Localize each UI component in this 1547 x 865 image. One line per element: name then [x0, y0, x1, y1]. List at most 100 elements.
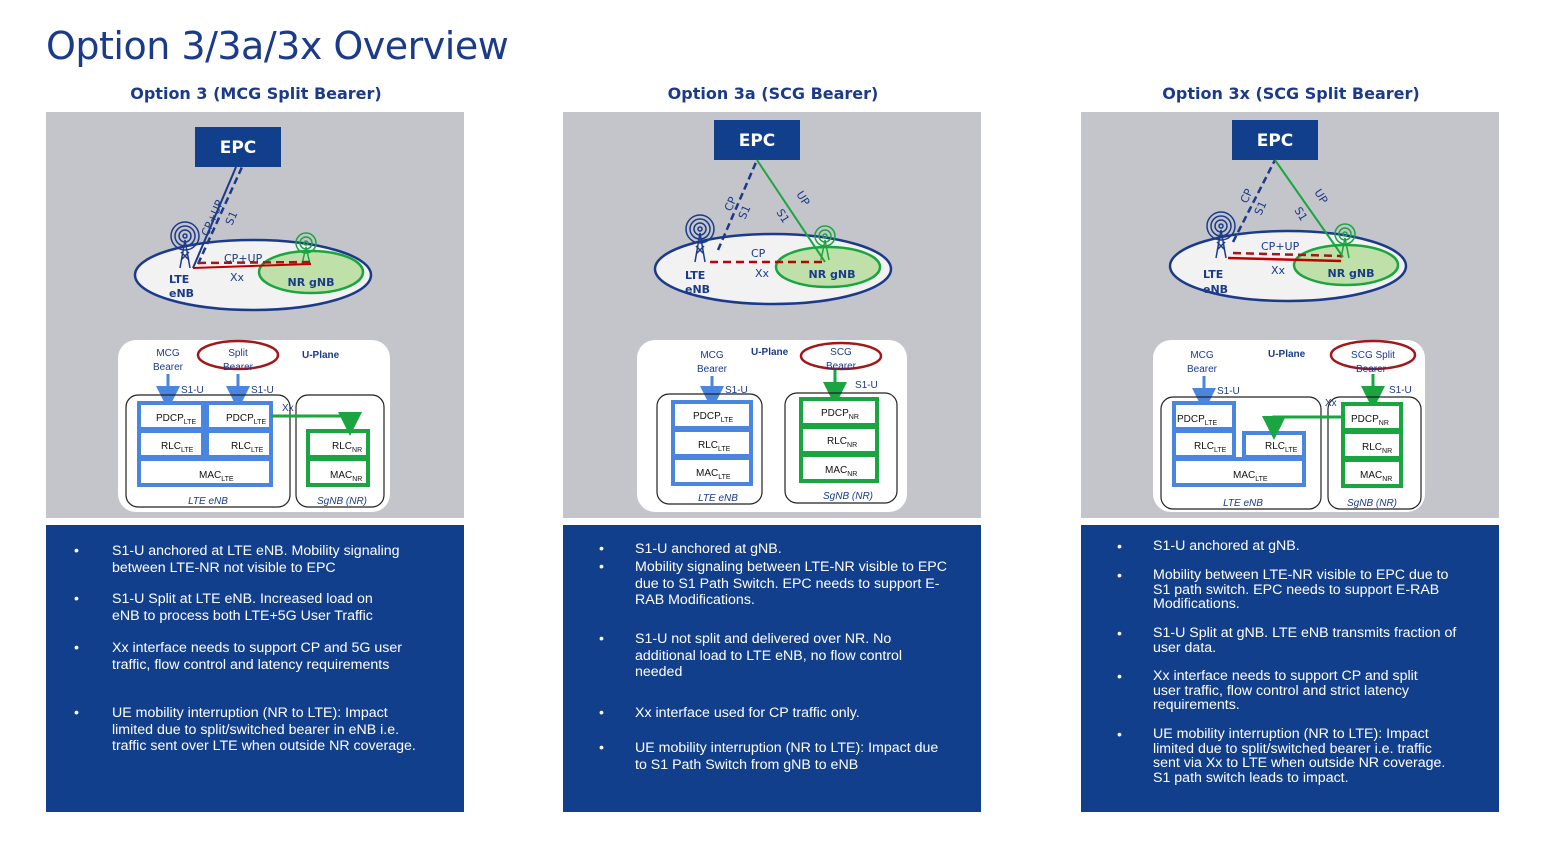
rlc-lte-1-label: RLCLTE — [161, 441, 194, 454]
s1-up-label-bottom: S1 — [1291, 205, 1309, 224]
nr-coverage-oval — [774, 245, 882, 289]
s1u-label-1: S1-U — [725, 385, 748, 396]
bearer-2-line-1: SCG Split — [1351, 350, 1395, 361]
rlc-lte-1-label: RLCLTE — [1194, 441, 1227, 454]
bullet-dot: • — [599, 705, 604, 721]
bullet-dot: • — [74, 705, 79, 721]
nr-box-label: SgNB (NR) — [1347, 498, 1397, 509]
sgnb-box — [1327, 396, 1422, 510]
bearer-2-line-2: Bearer — [826, 361, 857, 372]
bullet-dot: • — [1117, 539, 1122, 555]
mac-nr-label: MACNR — [825, 465, 857, 478]
bearer-1-line-1: MCG — [700, 350, 724, 361]
bullet-dot: • — [599, 559, 604, 575]
xx-arrow — [271, 412, 362, 436]
bearer-1-line-2: Bearer — [1187, 364, 1218, 375]
mac-nr — [306, 457, 370, 487]
sgnb-box — [295, 394, 385, 508]
rlc-lte-2-label: RLCLTE — [231, 441, 264, 454]
bullet-dot: • — [1117, 669, 1122, 685]
xx-label-bottom: Xx — [230, 271, 245, 284]
s1-label-bottom: S1 — [223, 209, 241, 227]
rlc-lte-1 — [137, 429, 205, 459]
page-title: Option 3/3a/3x Overview — [46, 24, 509, 68]
bullet-dot: • — [599, 631, 604, 647]
bullet-dot: • — [1117, 568, 1122, 584]
xx-up-line — [192, 263, 312, 269]
mac-lte — [1172, 457, 1306, 487]
nr-tower-icon — [1334, 223, 1356, 259]
bullet-box: •S1-U anchored at gNB. •Mobility signali… — [563, 525, 981, 812]
bullet-box: •S1-U anchored at gNB. •Mobility between… — [1081, 525, 1499, 812]
lte-enb-box — [125, 394, 291, 508]
lte-tower-icon — [170, 221, 200, 269]
bearer-1-line-2: Bearer — [697, 364, 728, 375]
s1u-label-2: S1-U — [1389, 385, 1412, 396]
pdcp-lte-2-label: PDCPLTE — [226, 413, 266, 426]
bullet-dot: • — [74, 640, 79, 656]
bullet-dot: • — [1117, 626, 1122, 642]
xx-label-bottom: Xx — [755, 267, 770, 280]
pdcp-lte-label: PDCPLTE — [1177, 414, 1217, 427]
rlc-nr-label: RLCNR — [332, 441, 362, 454]
bullet-dot: • — [74, 543, 79, 559]
xx-label-top: CP+UP — [1261, 240, 1300, 253]
highlighted-bearer-oval — [196, 339, 280, 371]
lte-node-label-2: eNB — [1203, 283, 1228, 296]
s1u-label-1: S1-U — [181, 385, 204, 396]
lte-node-label-2: eNB — [169, 287, 194, 300]
lte-node-label-1: LTE — [169, 273, 189, 286]
s1u-label-1: S1-U — [1217, 386, 1240, 397]
s1-cp-label-bottom: S1 — [736, 203, 754, 221]
rlc-nr-label: RLCNR — [1362, 442, 1392, 455]
epc-box — [195, 127, 281, 167]
nr-node-label: NR gNB — [1328, 267, 1375, 280]
s1-cp-line — [196, 166, 244, 265]
pdcp-lte-1-label: PDCPLTE — [156, 413, 196, 426]
bullet-box: •S1-U anchored at LTE eNB. Mobility sign… — [46, 525, 464, 812]
uplane-title: U-Plane — [751, 347, 789, 358]
diagram-canvas: EPC CP S1 UP S1 CP Xx LTE eNB NR gNB — [637, 120, 907, 512]
mac-lte — [671, 456, 753, 486]
diagram-canvas: EPC CP S1 UP S1 CP+UP Xx LTE eNB NR gNB — [1153, 120, 1425, 512]
sgnb-box — [784, 392, 898, 504]
architecture-diagram: EPC CP S1 UP S1 CP Xx LTE eNB NR gNB — [563, 112, 981, 518]
bearer-2-line-2: Bearer — [1356, 364, 1387, 375]
xx-label-bottom: Xx — [1271, 264, 1286, 277]
s1u-label-2: S1-U — [251, 385, 274, 396]
bearer-1-line-1: MCG — [1190, 350, 1214, 361]
epc-label: EPC — [1257, 131, 1294, 151]
diagram-canvas: EPC CP+UP S1 CP+UP Xx LTE — [118, 127, 390, 512]
nr-tower-icon — [814, 225, 836, 261]
uplane-title: U-Plane — [1268, 349, 1306, 360]
nr-box-label: SgNB (NR) — [317, 496, 367, 507]
s1-up-label-bottom: S1 — [773, 207, 791, 226]
highlighted-bearer-oval — [1329, 339, 1417, 371]
bearer-1-line-1: MCG — [156, 348, 180, 359]
bearer-2-line-1: Split — [228, 348, 248, 359]
lte-node-label-2: eNB — [685, 283, 710, 296]
mac-lte-label: MACLTE — [696, 468, 731, 481]
panel-option-3x: Option 3x (SCG Split Bearer) EPC CP S1 U… — [1081, 0, 1501, 865]
nr-tower-icon — [295, 232, 317, 265]
bearer-2-line-2: Bearer — [223, 362, 254, 373]
lte-node-label-1: LTE — [685, 269, 705, 282]
s1-cp-line — [716, 159, 759, 251]
bullet-dot: • — [74, 591, 79, 607]
lte-enb-box — [656, 393, 763, 505]
s1-label-top: CP+UP — [199, 198, 227, 239]
s1-up-line — [756, 159, 826, 263]
nr-box-label: SgNB (NR) — [823, 491, 873, 502]
nr-node-label: NR gNB — [288, 276, 335, 289]
rlc-lte — [671, 428, 753, 458]
lte-box-label: LTE eNB — [1223, 498, 1263, 509]
s1-cp-label-top: CP — [722, 195, 740, 214]
epc-label: EPC — [220, 138, 257, 158]
xx-up-line — [1227, 256, 1342, 263]
lte-box-label: LTE eNB — [188, 496, 228, 507]
pdcp-nr — [1341, 402, 1403, 432]
lte-tower-icon — [1206, 211, 1236, 259]
lte-tower-icon — [685, 214, 715, 263]
rlc-nr — [799, 425, 879, 455]
s1-cp-label-top: CP — [1238, 187, 1256, 206]
